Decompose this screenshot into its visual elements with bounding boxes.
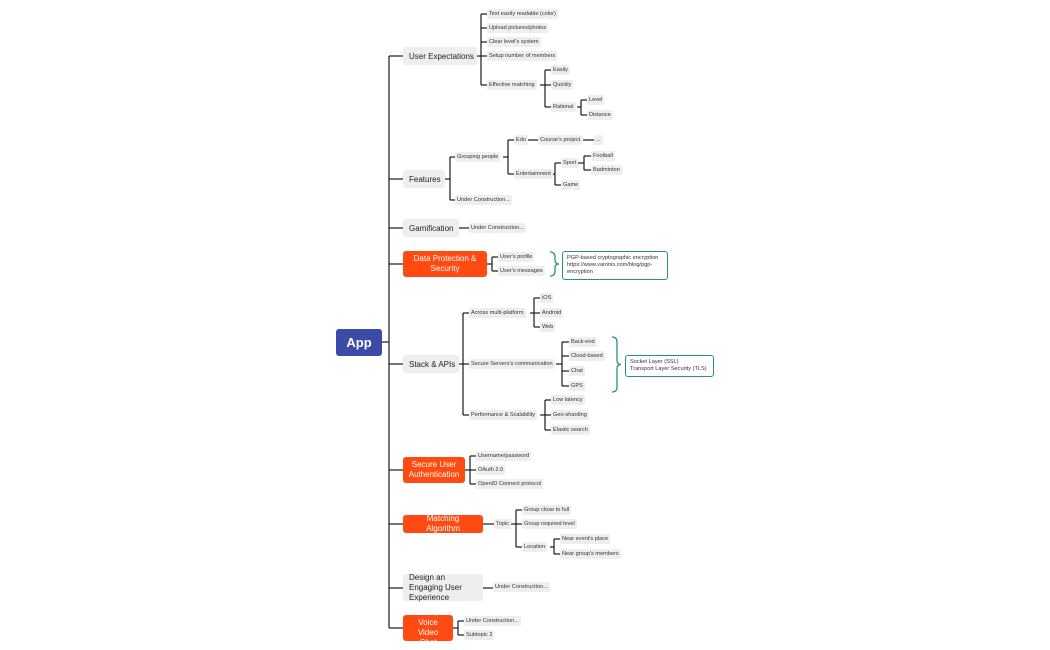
sub-upload-pictures[interactable]: Upload pictures/photos xyxy=(487,23,549,33)
note-pgp-encryption[interactable]: PGP-based cryptographic encryption https… xyxy=(562,251,668,280)
note-pgp-line-1: PGP-based cryptographic encryption xyxy=(567,255,659,261)
sub-back-end[interactable]: Back-end xyxy=(569,337,597,347)
sub-username-password[interactable]: Username/password xyxy=(476,451,532,461)
sub-easily[interactable]: Easily xyxy=(551,65,570,75)
brace-data-protection xyxy=(549,251,560,277)
sub-group-close-full[interactable]: Group close to full xyxy=(522,505,572,515)
sub-gamification-under-construction[interactable]: Under Construction... xyxy=(469,223,526,233)
sub-entertainment[interactable]: Entertainment xyxy=(514,169,553,179)
topic-matching-algorithm[interactable]: Matching Algorithm xyxy=(403,514,483,533)
sub-gps[interactable]: GPS xyxy=(569,381,585,391)
sub-features-under-construction[interactable]: Under Construction... xyxy=(455,195,512,205)
sub-multi-platform[interactable]: Across multi-platform xyxy=(469,308,526,318)
sub-topic[interactable]: Topic xyxy=(494,519,512,529)
sub-ios[interactable]: iOS xyxy=(540,293,554,303)
topic-data-protection[interactable]: Data Protection & Security xyxy=(403,251,487,277)
sub-ellipsis[interactable]: ... xyxy=(594,135,603,145)
sub-distance[interactable]: Distance xyxy=(587,110,613,120)
sub-web[interactable]: Web xyxy=(540,322,556,332)
sub-quickly[interactable]: Quickly xyxy=(551,80,574,90)
sub-football[interactable]: Football xyxy=(591,151,615,161)
sub-clear-level[interactable]: Clear level's system xyxy=(487,37,541,47)
sub-near-members[interactable]: Near group's members xyxy=(560,549,621,559)
sub-edu[interactable]: Edu xyxy=(514,135,528,145)
sub-elastic-search[interactable]: Elastic search xyxy=(551,425,590,435)
sub-openid[interactable]: OpenID Connect protocol xyxy=(476,479,544,489)
sub-rational[interactable]: Rational xyxy=(551,102,576,112)
sub-subtopic-2[interactable]: Subtopic 2 xyxy=(464,630,495,640)
root-node[interactable]: App xyxy=(336,329,382,356)
sub-geo-sharding[interactable]: Geo-sharding xyxy=(551,410,589,420)
sub-secure-servers[interactable]: Secure Servers's communication xyxy=(469,359,555,369)
topic-chat[interactable]: Text, Voice Video Chat xyxy=(403,608,453,647)
note-pgp-line-2: https://www.varonis.com/blog/pgp-encrypt… xyxy=(567,262,653,275)
sub-group-required-level[interactable]: Group required level xyxy=(522,519,577,529)
sub-text-readable[interactable]: Text easily readable (color) xyxy=(487,9,558,19)
sub-performance[interactable]: Performance & Scalability xyxy=(469,410,538,420)
note-ssl-line-1: Socket Layer (SSL) xyxy=(630,359,679,365)
sub-near-event[interactable]: Near event's place xyxy=(560,534,611,544)
sub-effective-matching[interactable]: Effective matching xyxy=(487,80,537,90)
topic-features[interactable]: Features xyxy=(403,170,445,188)
sub-users-profile[interactable]: User's profile xyxy=(498,252,535,262)
topic-gamification[interactable]: Gamification xyxy=(403,219,459,237)
topic-secure-auth[interactable]: Secure User Authentication xyxy=(403,457,465,483)
sub-ux-under-construction[interactable]: Under Construction... xyxy=(493,582,550,592)
sub-game[interactable]: Game xyxy=(561,180,581,190)
sub-android[interactable]: Android xyxy=(540,308,564,318)
sub-location[interactable]: Location xyxy=(522,542,548,552)
sub-oauth[interactable]: OAuth 2.0 xyxy=(476,465,506,475)
brace-servers xyxy=(611,336,622,393)
sub-chat[interactable]: Chat xyxy=(569,366,585,376)
sub-users-messages[interactable]: User's messages xyxy=(498,266,545,276)
sub-setup-members[interactable]: Setup number of members xyxy=(487,51,558,61)
sub-level[interactable]: Level xyxy=(587,95,605,105)
note-ssl-tls[interactable]: Socket Layer (SSL) Transport Layer Secur… xyxy=(625,355,714,377)
topic-engaging-ux[interactable]: Design an Engaging User Experience xyxy=(403,573,483,602)
sub-chat-under-construction[interactable]: Under Construction... xyxy=(464,616,521,626)
sub-cloud-based[interactable]: Cloud-based xyxy=(569,351,605,361)
topic-stack-apis[interactable]: Stack & APIs xyxy=(403,355,459,373)
topic-user-expectations[interactable]: User Expectations xyxy=(403,47,477,65)
sub-courses-project[interactable]: Course's project xyxy=(538,135,583,145)
note-ssl-line-2: Transport Layer Security (TLS) xyxy=(630,366,707,372)
sub-sport[interactable]: Sport xyxy=(561,158,579,168)
sub-badminton[interactable]: Badminton xyxy=(591,165,622,175)
sub-low-latency[interactable]: Low latency xyxy=(551,395,585,405)
sub-grouping-people[interactable]: Grouping people xyxy=(455,152,501,162)
